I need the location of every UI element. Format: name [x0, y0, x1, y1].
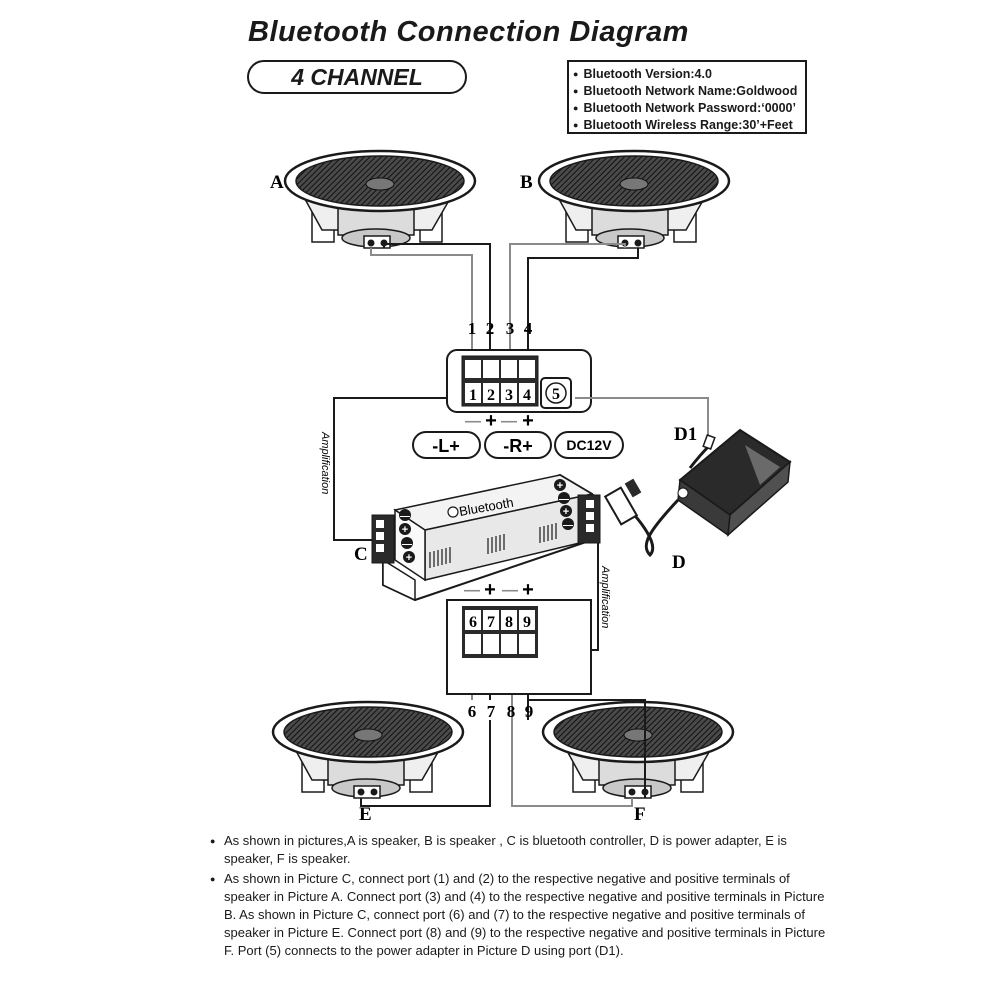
wire-port-8	[511, 655, 633, 807]
controller-left-signs: — + — +	[399, 509, 415, 564]
port-4-label: 4	[523, 387, 531, 404]
amplification-label-right: Amplification	[599, 565, 611, 628]
wire-port-1	[370, 248, 473, 370]
wire-port-2	[383, 243, 491, 370]
port-9-label: 9	[523, 614, 531, 631]
bottom-terminal-block: — + — + 6 7 8 9 6 7 8 9	[446, 579, 592, 721]
channel-badge: 4 CHANNEL	[247, 60, 467, 94]
note-item: ● As shown in Picture C, connect port (1…	[210, 870, 830, 960]
port-4-top: 4	[524, 319, 533, 338]
label-d1: D1	[674, 424, 697, 445]
page-title: Bluetooth Connection Diagram	[248, 16, 689, 48]
bullet-icon: ●	[210, 874, 216, 884]
controller-right-sign-1: +	[557, 480, 563, 492]
polarity-6: —	[464, 582, 480, 599]
port-1-top: 1	[468, 319, 477, 338]
wires-top	[370, 243, 639, 370]
spec-box: Bluetooth Version:4.0 Bluetooth Network …	[567, 60, 807, 134]
label-a: A	[270, 172, 284, 193]
label-c: C	[354, 544, 368, 565]
port-8-label: 8	[505, 614, 513, 631]
note-item: ● As shown in pictures,A is speaker, B i…	[210, 832, 830, 868]
port-1-label: 1	[469, 387, 477, 404]
bullet-icon: ●	[210, 836, 216, 846]
port-8-bottom: 8	[507, 702, 516, 721]
controller-right-sign-3: +	[563, 506, 569, 518]
port-6-bottom: 6	[468, 702, 477, 721]
port-2-top: 2	[486, 319, 495, 338]
wire-port-9	[527, 699, 646, 798]
wire-port-7	[360, 720, 491, 807]
spec-range: Bluetooth Wireless Range:30’+Feet	[573, 117, 805, 134]
port-7-bottom: 7	[487, 702, 496, 721]
controller-right-sign-4: —	[563, 520, 573, 531]
controller-left-sign-1: —	[400, 511, 410, 522]
speaker-f	[541, 700, 735, 799]
top-terminal-block: 5 1 2 3 4 1 2 3 4 — + — + -L+ -R+ DC12V	[412, 319, 624, 459]
controller-right-sign-2: —	[559, 494, 569, 505]
wire-port-3	[509, 243, 626, 370]
output-left-label: -L+	[432, 436, 460, 456]
controller-left-sign-3: —	[402, 539, 412, 550]
polarity-8: —	[502, 582, 518, 599]
port-5-label: 5	[552, 386, 560, 403]
port-6-label: 6	[469, 614, 477, 631]
polarity-7: +	[484, 579, 496, 601]
spec-version: Bluetooth Version:4.0	[573, 66, 805, 83]
speaker-a	[283, 149, 477, 249]
polarity-1: —	[465, 413, 481, 430]
note-text: As shown in pictures,A is speaker, B is …	[224, 833, 787, 866]
controller-left-sign-2: +	[402, 524, 408, 536]
label-d: D	[672, 552, 686, 573]
spec-network-name: Bluetooth Network Name:Goldwood	[573, 83, 805, 100]
output-dc-label: DC12V	[566, 437, 612, 453]
bluetooth-controller: Bluetooth — + — + + — + —	[371, 473, 601, 602]
speaker-b	[537, 149, 731, 249]
label-f: F	[634, 804, 646, 825]
port-9-bottom: 9	[525, 702, 534, 721]
polarity-4: +	[522, 410, 534, 432]
power-adapter	[603, 428, 792, 558]
controller-right-signs: + — + —	[554, 479, 574, 531]
port-3-label: 3	[505, 387, 513, 404]
controller-left-sign-4: +	[406, 552, 412, 564]
speaker-e	[271, 700, 465, 799]
port-2-label: 2	[487, 387, 495, 404]
label-b: B	[520, 172, 533, 193]
port-7-label: 7	[487, 614, 495, 631]
wire-port-4	[527, 248, 639, 370]
polarity-2: +	[485, 410, 497, 432]
output-right-label: -R+	[503, 436, 533, 456]
spec-list: Bluetooth Version:4.0 Bluetooth Network …	[573, 66, 805, 134]
polarity-3: —	[501, 413, 517, 430]
port-3-top: 3	[506, 319, 515, 338]
amplification-label-left: Amplification	[319, 431, 331, 494]
amplification-lines	[333, 397, 709, 651]
spec-password: Bluetooth Network Password:‘0000’	[573, 100, 805, 117]
instructions: ● As shown in pictures,A is speaker, B i…	[210, 832, 830, 962]
note-text: As shown in Picture C, connect port (1) …	[224, 871, 826, 958]
label-e: E	[359, 804, 372, 825]
polarity-9: +	[522, 579, 534, 601]
